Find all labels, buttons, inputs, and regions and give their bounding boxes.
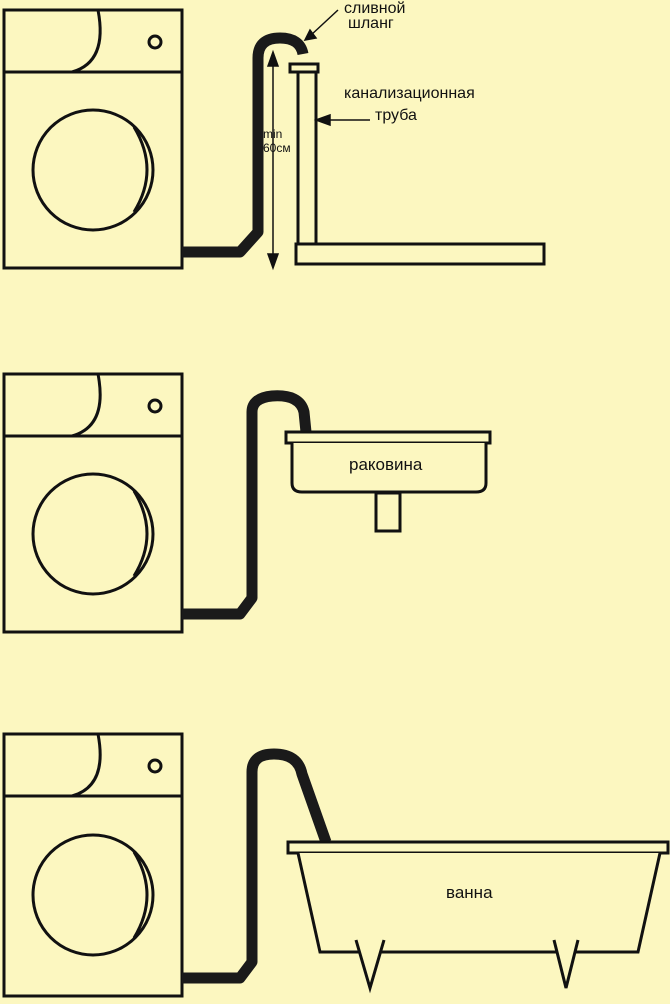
hose-label-line1: сливной: [344, 0, 405, 17]
drain-hose: [182, 32, 309, 258]
washing-machine: [2, 372, 184, 634]
scene-sewer-pipe: сливной шланг канализационная труба min …: [2, 0, 546, 271]
bathtub-body: [296, 852, 662, 954]
washing-machine-door: [31, 833, 155, 957]
washing-machine-panel-curve: [71, 373, 102, 438]
pipe-label-line1: канализационная: [344, 85, 475, 102]
washing-machine: [2, 732, 184, 998]
hose-label-arrow: [303, 9, 339, 42]
bathtub-rim: [286, 840, 670, 855]
washing-machine-body: [2, 8, 184, 270]
height-arrow: [266, 49, 280, 271]
bathtub-leg-right: [552, 939, 580, 989]
washing-machine-knob: [147, 758, 163, 774]
pipe-label-arrow: [313, 113, 370, 127]
washing-machine-knob: [147, 398, 163, 414]
washing-machine-door-handle: [132, 490, 149, 577]
washing-machine-door-handle: [132, 851, 149, 939]
pipe-label-line2: труба: [375, 107, 417, 124]
bathtub: [286, 840, 670, 994]
bathtub-leg-left: [354, 939, 386, 994]
sewer-pipe: [288, 62, 546, 266]
sink-label: раковина: [349, 455, 423, 474]
scene-sink: раковина: [2, 372, 492, 634]
scene-bathtub: ванна: [2, 732, 670, 998]
drain-hose: [182, 748, 332, 984]
bathtub-label: ванна: [446, 883, 493, 902]
height-label-line1: min: [263, 127, 282, 141]
height-label-line2: 60см: [263, 141, 291, 155]
washing-machine-panel-curve: [71, 9, 102, 74]
washing-machine-body: [2, 372, 184, 634]
washing-machine-panel-curve: [71, 733, 102, 798]
washing-machine-door: [31, 472, 155, 596]
washing-machine-knob: [147, 34, 163, 50]
washing-machine-door-handle: [132, 126, 149, 213]
drain-hose: [182, 390, 312, 620]
washing-machine-door: [31, 108, 155, 232]
washing-machine-body: [2, 732, 184, 998]
sink-drain: [374, 491, 402, 533]
hose-label-line2: шланг: [348, 15, 394, 32]
sink-rim: [284, 430, 492, 445]
sink: [284, 430, 492, 533]
washing-machine: [2, 8, 184, 270]
